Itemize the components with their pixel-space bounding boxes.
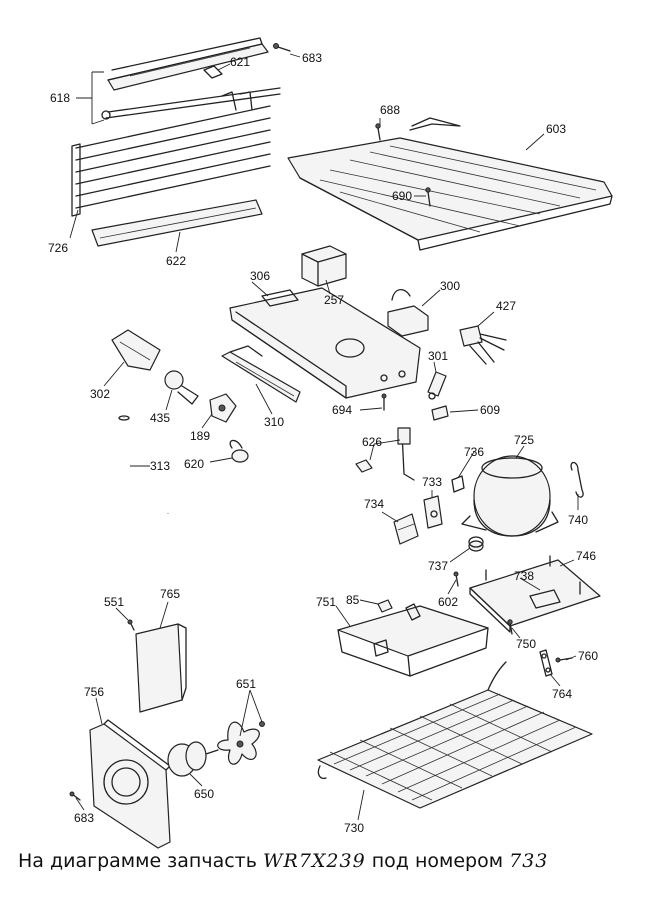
part-733-relay: [423, 495, 443, 529]
label-726: 726: [48, 241, 68, 255]
label-764: 764: [552, 687, 572, 701]
part-427-connector: [459, 325, 507, 365]
part-189-lamp-socket: [209, 393, 237, 423]
label-733: 733: [422, 475, 442, 489]
label-736: 736: [464, 445, 484, 459]
label-302: 302: [90, 387, 110, 401]
part-683-screw-bottom: [69, 791, 81, 801]
label-618: 618: [50, 91, 70, 105]
part-688-screw: [375, 123, 381, 141]
part-620-grommet: [229, 439, 249, 463]
label-609: 609: [480, 403, 500, 417]
label-734: 734: [364, 497, 384, 511]
label-620: 620: [184, 457, 204, 471]
part-626-harness: [355, 427, 415, 481]
part-725-compressor: [461, 455, 559, 537]
caption-middle: под номером: [371, 850, 504, 872]
label-189: 189: [190, 429, 210, 443]
part-300-switch: [387, 289, 429, 337]
part-726-condenser: [71, 91, 271, 217]
part-618-rail-assembly: [101, 37, 281, 120]
part-740-clip: [570, 461, 584, 498]
label-435: 435: [150, 411, 170, 425]
part-690-screw: [425, 187, 431, 207]
part-621-clip: [203, 65, 223, 79]
label-427: 427: [496, 299, 516, 313]
label-626: 626: [362, 435, 382, 449]
label-765: 765: [160, 587, 180, 601]
parts-diagram: 683 621 618 688 603 690 726 622 306 257 …: [48, 37, 613, 849]
part-751-drain-pan: [337, 603, 489, 677]
label-551: 551: [104, 595, 124, 609]
label-738: 738: [514, 569, 534, 583]
label-746: 746: [576, 549, 596, 563]
caption-part-code: WR7X239: [262, 850, 366, 872]
part-734-overload: [393, 513, 419, 545]
label-725: 725: [514, 433, 534, 447]
label-750: 750: [516, 637, 536, 651]
label-602: 602: [438, 595, 458, 609]
label-683-bottom: 683: [74, 811, 94, 825]
part-756-fan-shroud: [89, 719, 171, 849]
leader-lines: [69, 53, 579, 821]
label-690: 690: [392, 189, 412, 203]
part-313-drain-tube: [118, 415, 172, 534]
part-302-lamp-shield: [111, 329, 161, 371]
label-651: 651: [236, 677, 256, 691]
part-609-knob: [431, 405, 449, 421]
label-310: 310: [264, 415, 284, 429]
part-602-screw: [453, 571, 459, 587]
part-435-bulb: [164, 370, 199, 405]
part-750-screw: [507, 619, 513, 635]
part-764-bracket: [539, 649, 553, 677]
part-85-clip: [377, 599, 393, 613]
label-603: 603: [546, 122, 566, 136]
part-694-screw: [381, 393, 387, 411]
part-765-panel: [135, 623, 187, 713]
label-85: 85: [346, 593, 360, 607]
label-756: 756: [84, 685, 104, 699]
callout-labels: 683 621 618 688 603 690 726 622 306 257 …: [48, 51, 598, 835]
part-306-control-housing: [229, 287, 421, 399]
part-310-heater-strip: [221, 345, 301, 403]
part-760-screw: [555, 657, 573, 663]
part-736-clip: [451, 475, 465, 493]
label-694: 694: [332, 403, 352, 417]
part-651-fan-blade: [217, 721, 265, 765]
caption: На диаграмме запчасть WR7X239 под номеро…: [18, 850, 658, 890]
label-683-top: 683: [302, 51, 322, 65]
label-730: 730: [344, 821, 364, 835]
label-301: 301: [428, 349, 448, 363]
label-751: 751: [316, 595, 336, 609]
label-760: 760: [578, 649, 598, 663]
caption-part-number: 733: [509, 850, 549, 872]
label-622: 622: [166, 254, 186, 268]
part-622-drip-tray: [91, 199, 263, 247]
part-301-thermostat: [427, 371, 447, 400]
caption-prefix: На диаграмме запчасть: [18, 850, 257, 872]
part-551-screw: [127, 619, 135, 631]
part-737-grommet: [468, 536, 484, 552]
part-603-cover-plate: [287, 117, 613, 251]
part-683-screw-top: [273, 43, 291, 52]
label-737: 737: [428, 559, 448, 573]
label-650: 650: [194, 787, 214, 801]
label-306: 306: [250, 269, 270, 283]
part-746-base-plate: [469, 555, 601, 633]
part-257-timer: [301, 245, 347, 287]
label-313: 313: [150, 459, 170, 473]
label-621: 621: [230, 55, 250, 69]
part-650-fan-motor: [167, 741, 219, 777]
label-740: 740: [568, 513, 588, 527]
label-257: 257: [324, 293, 344, 307]
part-730-evaporator: [317, 661, 593, 809]
label-688: 688: [380, 103, 400, 117]
label-300: 300: [440, 279, 460, 293]
